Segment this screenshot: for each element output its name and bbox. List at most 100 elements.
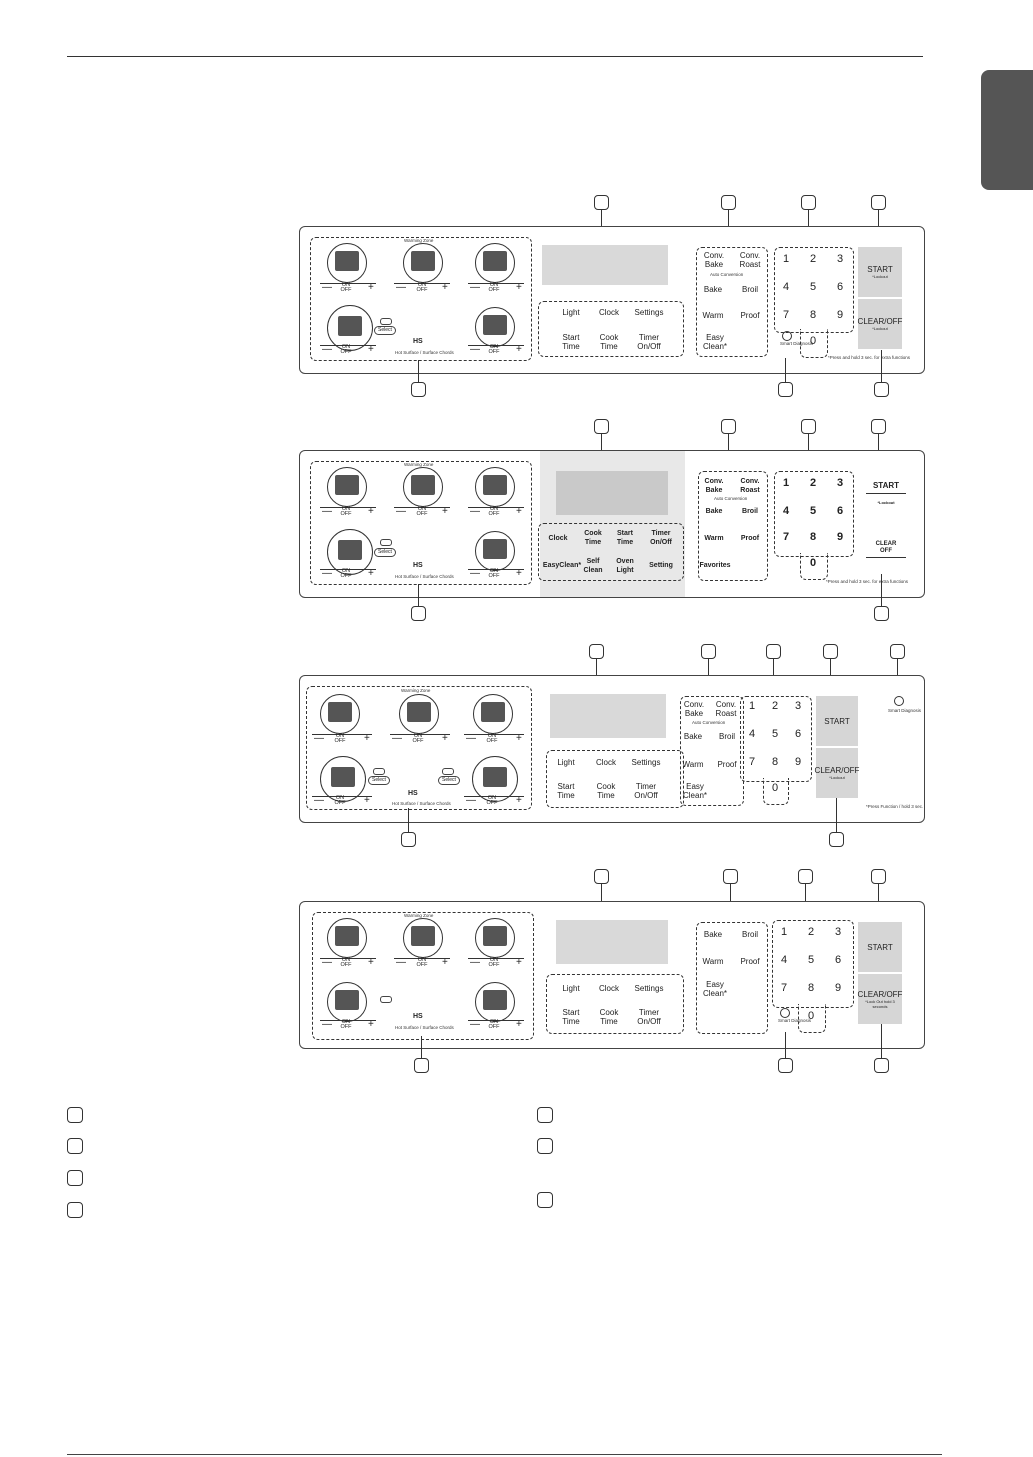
keypad-4[interactable]: 4: [748, 728, 756, 740]
keypad-2[interactable]: 2: [771, 700, 779, 712]
keypad-0[interactable]: 0: [809, 557, 817, 569]
keypad-2[interactable]: 2: [809, 253, 817, 265]
minus-icon[interactable]: —: [470, 344, 480, 355]
keypad-9[interactable]: 9: [836, 531, 844, 543]
conv-roast-button[interactable]: Conv.Roast: [740, 478, 760, 494]
start-button[interactable]: START*Lockout: [858, 247, 902, 297]
broil-button[interactable]: Broil: [741, 285, 759, 294]
plus-icon[interactable]: +: [368, 282, 374, 293]
bake-button[interactable]: Bake: [703, 285, 723, 294]
keypad-6[interactable]: 6: [794, 728, 802, 740]
setting-button[interactable]: Setting: [649, 562, 673, 569]
broil-button[interactable]: Broil: [741, 930, 759, 939]
plus-icon[interactable]: +: [368, 957, 374, 968]
select-button[interactable]: Select: [374, 548, 396, 557]
plus-icon[interactable]: +: [442, 282, 448, 293]
keypad-7[interactable]: 7: [782, 309, 790, 321]
light-button[interactable]: Light: [562, 984, 580, 993]
clock-button[interactable]: Clock: [598, 984, 620, 993]
broil-button[interactable]: Broil: [742, 508, 758, 515]
burner-right-rear-knob[interactable]: [475, 467, 515, 507]
keypad-5[interactable]: 5: [809, 505, 817, 517]
minus-icon[interactable]: —: [466, 795, 476, 806]
minus-icon[interactable]: —: [470, 568, 480, 579]
keypad-6[interactable]: 6: [836, 281, 844, 293]
keypad-1[interactable]: 1: [782, 253, 790, 265]
minus-icon[interactable]: —: [470, 282, 480, 293]
burner-left-rear-knob[interactable]: [320, 694, 360, 734]
keypad-5[interactable]: 5: [809, 281, 817, 293]
plus-icon[interactable]: +: [368, 1019, 374, 1030]
plus-icon[interactable]: +: [364, 733, 370, 744]
select-button-left[interactable]: Select: [368, 776, 390, 785]
clock-button[interactable]: Clock: [548, 535, 568, 542]
keypad-2[interactable]: 2: [809, 477, 817, 489]
burner-left-front-knob[interactable]: [327, 529, 373, 575]
burner-right-front-knob[interactable]: [475, 531, 515, 571]
conv-bake-button[interactable]: Conv.Bake: [703, 251, 725, 269]
settings-button[interactable]: Settings: [631, 758, 661, 767]
minus-icon[interactable]: —: [314, 795, 324, 806]
keypad-1[interactable]: 1: [780, 926, 788, 938]
plus-icon[interactable]: +: [516, 282, 522, 293]
plus-icon[interactable]: +: [368, 568, 374, 579]
conv-roast-button[interactable]: Conv.Roast: [739, 251, 761, 269]
smart-diagnosis-icon[interactable]: [780, 1008, 790, 1018]
plus-icon[interactable]: +: [442, 957, 448, 968]
burner-right-rear-knob[interactable]: [475, 243, 515, 283]
conv-roast-button[interactable]: Conv.Roast: [715, 700, 737, 718]
clock-button[interactable]: Clock: [598, 308, 620, 317]
keypad-4[interactable]: 4: [782, 505, 790, 517]
easyclean-button[interactable]: EasyClean*: [542, 562, 582, 569]
keypad-2[interactable]: 2: [807, 926, 815, 938]
start-button[interactable]: START: [816, 696, 858, 746]
keypad-9[interactable]: 9: [834, 982, 842, 994]
burner-right-front-knob[interactable]: [475, 982, 515, 1022]
minus-icon[interactable]: —: [470, 506, 480, 517]
keypad-8[interactable]: 8: [809, 531, 817, 543]
burner-warming-knob[interactable]: [403, 243, 443, 283]
burner-left-front-knob[interactable]: [327, 982, 367, 1022]
keypad-3[interactable]: 3: [834, 926, 842, 938]
keypad-6[interactable]: 6: [836, 505, 844, 517]
light-button[interactable]: Light: [562, 308, 580, 317]
broil-button[interactable]: Broil: [718, 732, 736, 741]
favorites-button[interactable]: Favorites: [699, 562, 731, 569]
minus-icon[interactable]: —: [396, 506, 406, 517]
minus-icon[interactable]: —: [322, 506, 332, 517]
keypad-7[interactable]: 7: [780, 982, 788, 994]
warm-button[interactable]: Warm: [702, 311, 724, 320]
conv-bake-button[interactable]: Conv.Bake: [704, 478, 724, 494]
plus-icon[interactable]: +: [368, 344, 374, 355]
keypad-3[interactable]: 3: [794, 700, 802, 712]
proof-button[interactable]: Proof: [740, 311, 760, 320]
burner-right-front-knob[interactable]: [475, 307, 515, 347]
keypad-7[interactable]: 7: [782, 531, 790, 543]
burner-left-rear-knob[interactable]: [327, 467, 367, 507]
plus-icon[interactable]: +: [442, 733, 448, 744]
minus-icon[interactable]: —: [470, 1019, 480, 1030]
keypad-1[interactable]: 1: [782, 477, 790, 489]
keypad-1[interactable]: 1: [748, 700, 756, 712]
burner-left-front-knob[interactable]: [320, 756, 366, 802]
plus-icon[interactable]: +: [516, 1019, 522, 1030]
plus-icon[interactable]: +: [516, 506, 522, 517]
plus-icon[interactable]: +: [516, 733, 522, 744]
minus-icon[interactable]: —: [314, 733, 324, 744]
